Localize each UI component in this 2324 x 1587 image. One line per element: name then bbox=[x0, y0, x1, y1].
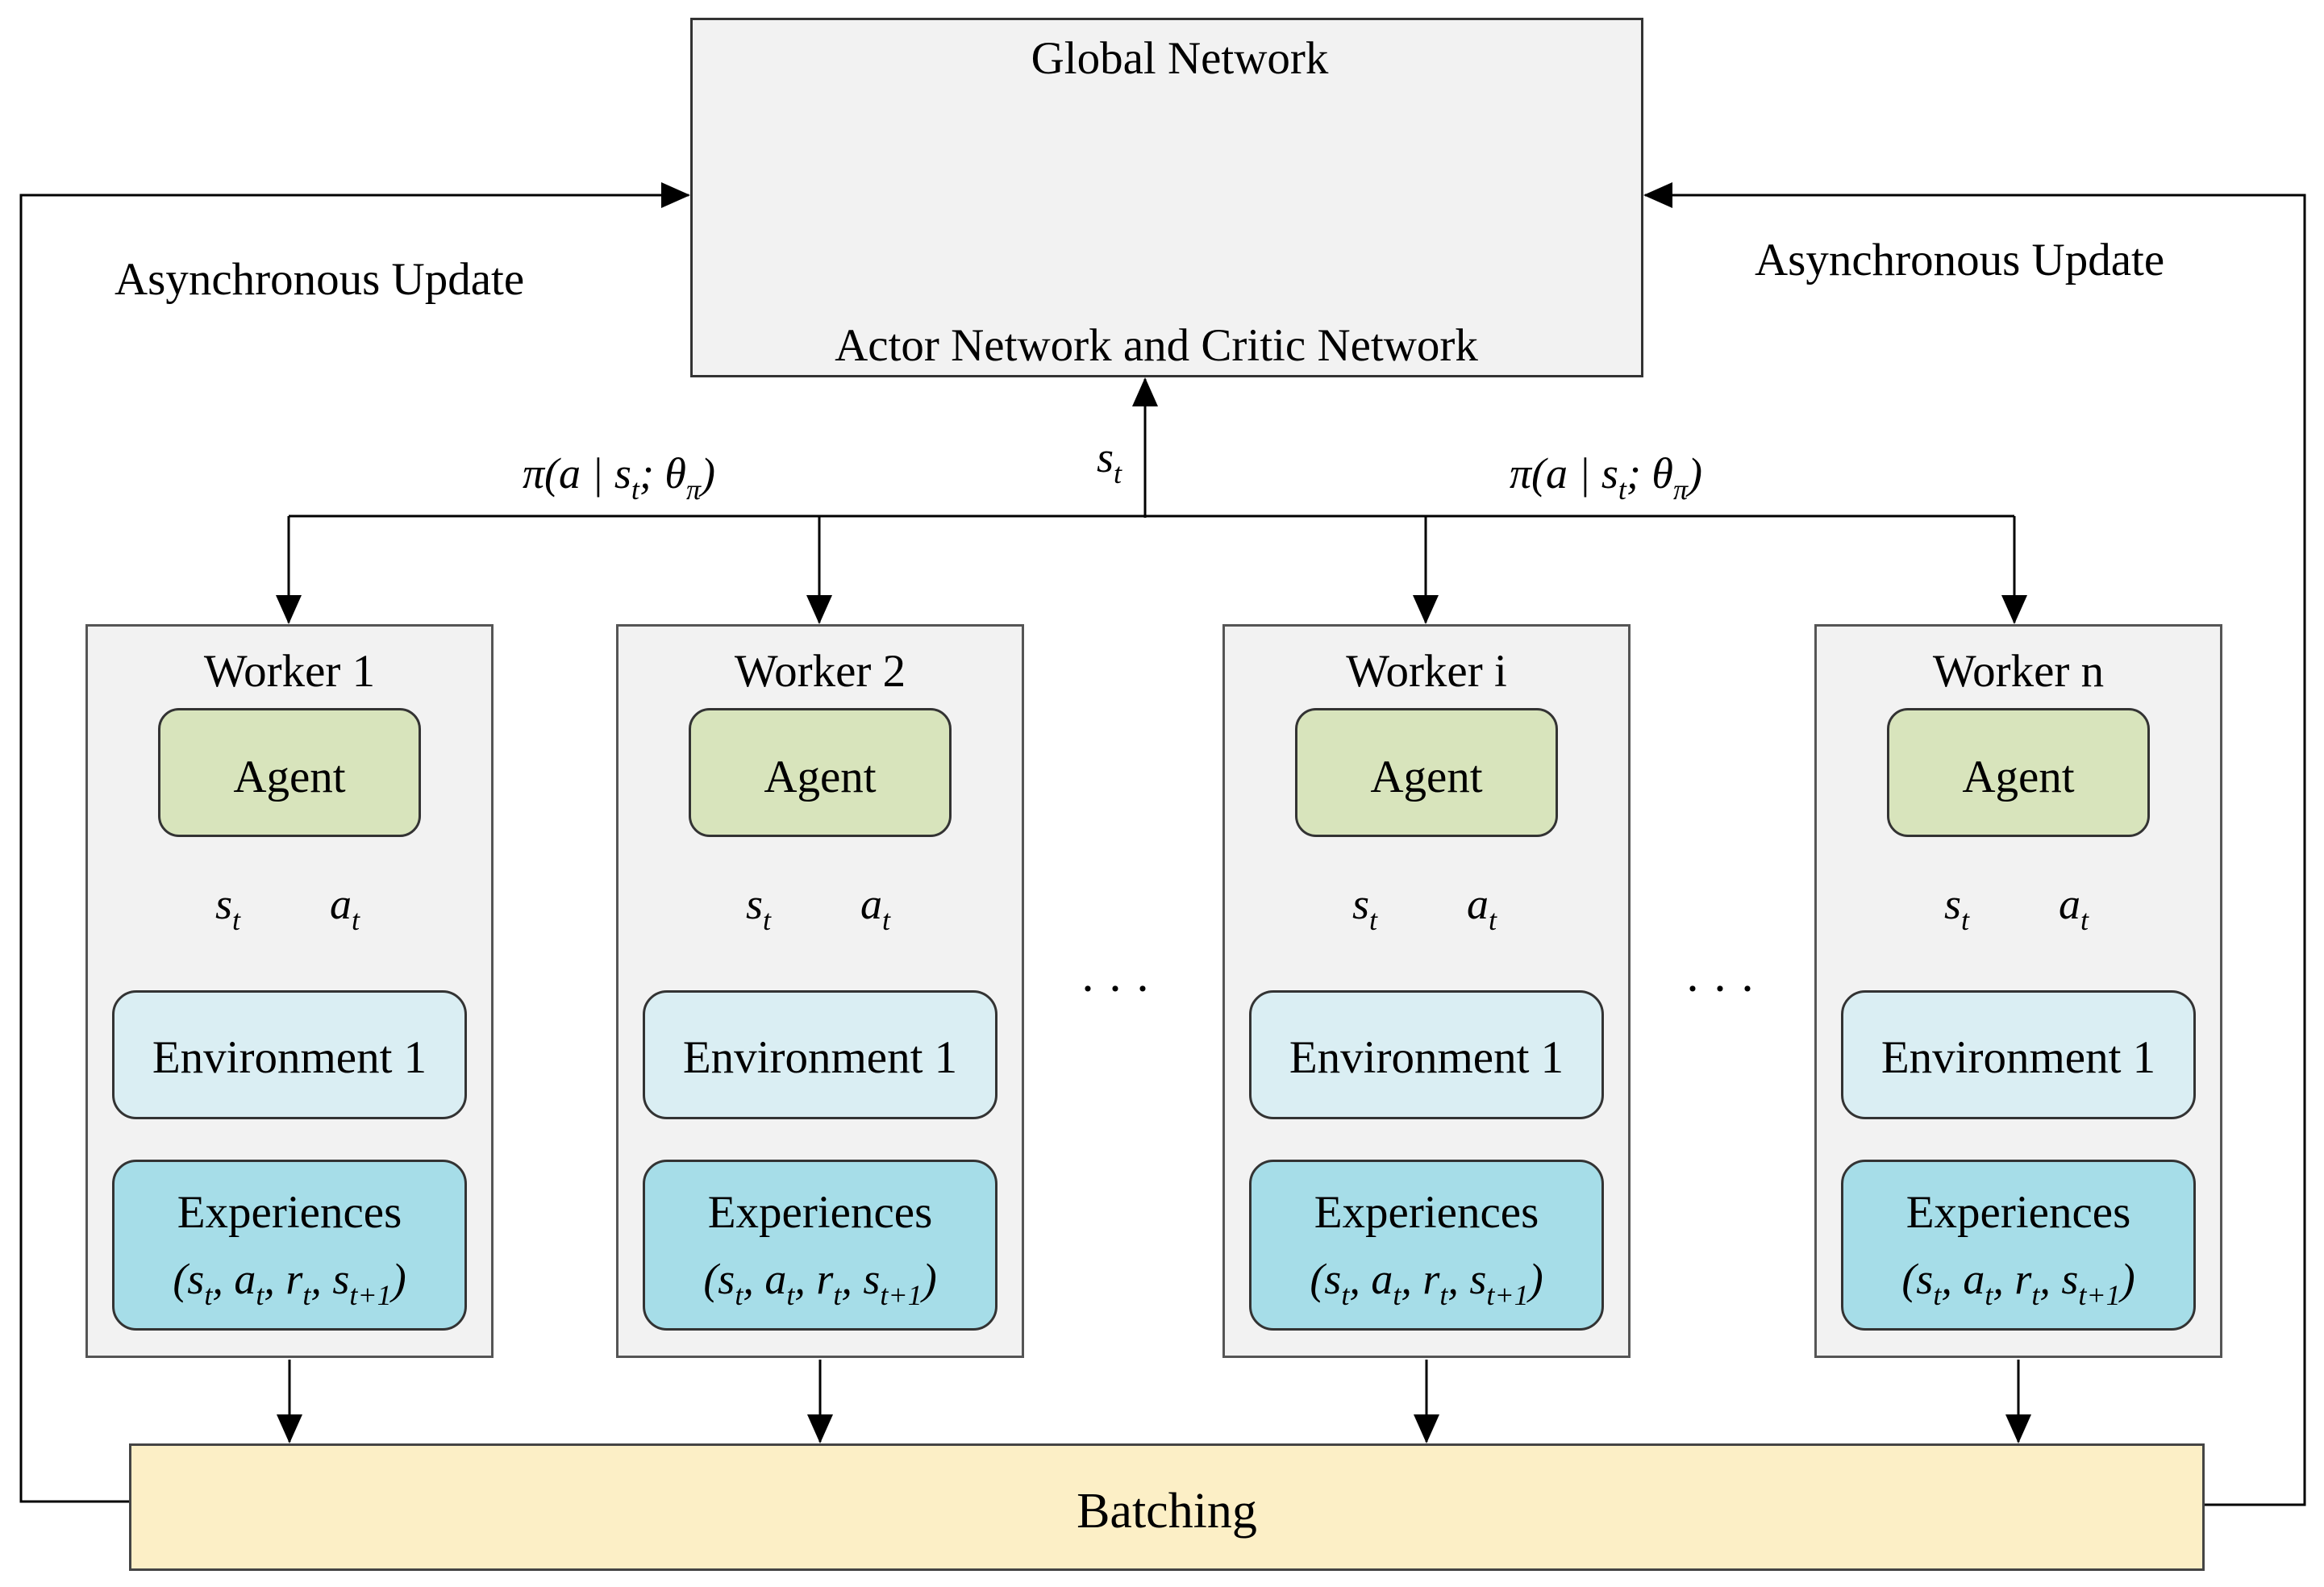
action-label-n-text: at bbox=[2059, 880, 2089, 936]
agent-label-2: Agent bbox=[764, 752, 877, 802]
experiences-title-2: Experiences bbox=[707, 1187, 933, 1238]
environment-box-n: Environment 1 bbox=[1841, 990, 2196, 1119]
worker-title-2: Worker 2 bbox=[734, 646, 906, 697]
experiences-box-2: Experiences (st, at, rt, st+1) bbox=[643, 1160, 997, 1331]
experiences-box-1: Experiences (st, at, rt, st+1) bbox=[112, 1160, 467, 1331]
async-update-left-arrow bbox=[19, 182, 690, 1503]
async-update-left-label: Asynchronous Update bbox=[115, 254, 525, 305]
policy-label-left-text: π(a | st; θπ) bbox=[523, 449, 715, 506]
worker-title-i: Worker i bbox=[1346, 646, 1507, 697]
agent-box-2: Agent bbox=[689, 708, 952, 837]
experiences-tuple-i-text: (st, at, rt, st+1) bbox=[1310, 1255, 1543, 1311]
state-label-i-text: st bbox=[1352, 880, 1378, 936]
environment-box-2: Environment 1 bbox=[643, 990, 997, 1119]
batching-box: Batching bbox=[129, 1443, 2205, 1571]
policy-label-left: π(a | st; θπ) bbox=[523, 452, 715, 504]
state-label-2-text: st bbox=[746, 880, 772, 936]
action-label-1-text: at bbox=[330, 880, 360, 936]
agent-box-1: Agent bbox=[158, 708, 421, 837]
experiences-box-i: Experiences (st, at, rt, st+1) bbox=[1249, 1160, 1604, 1331]
ellipsis-1: ··· bbox=[1080, 962, 1162, 1015]
state-label-top: st bbox=[1097, 435, 1122, 488]
worker-title-1: Worker 1 bbox=[203, 646, 376, 697]
actor-critic-subtitle: Actor Network and Critic Network bbox=[835, 320, 1478, 371]
state-label-i: st bbox=[1352, 882, 1377, 935]
environment-label-2: Environment 1 bbox=[682, 1032, 958, 1083]
ellipsis-2: ··· bbox=[1685, 962, 1767, 1015]
experiences-tuple-1-text: (st, at, rt, st+1) bbox=[173, 1255, 406, 1311]
global-network-box bbox=[690, 18, 1643, 377]
agent-box-n: Agent bbox=[1887, 708, 2150, 837]
state-label-1: st bbox=[215, 882, 240, 935]
experiences-title-i: Experiences bbox=[1314, 1187, 1539, 1238]
experiences-tuple-2: (st, at, rt, st+1) bbox=[645, 1257, 995, 1310]
experiences-tuple-2-text: (st, at, rt, st+1) bbox=[703, 1255, 937, 1311]
state-label-top-text: st bbox=[1097, 433, 1122, 489]
agent-box-i: Agent bbox=[1295, 708, 1558, 837]
policy-label-right-text: π(a | st; θπ) bbox=[1510, 449, 1702, 506]
state-label-2: st bbox=[746, 882, 771, 935]
experiences-title-n: Experiences bbox=[1905, 1187, 2131, 1238]
action-label-i-text: at bbox=[1467, 880, 1497, 936]
environment-label-n: Environment 1 bbox=[1880, 1032, 2156, 1083]
experiences-tuple-n: (st, at, rt, st+1) bbox=[1843, 1257, 2193, 1310]
worker-title-n: Worker n bbox=[1932, 646, 2105, 697]
environment-label-i: Environment 1 bbox=[1289, 1032, 1564, 1083]
state-label-n: st bbox=[1944, 882, 1969, 935]
agent-label-i: Agent bbox=[1370, 752, 1483, 802]
async-update-right-arrow bbox=[1643, 182, 2306, 1506]
batching-label: Batching bbox=[1077, 1484, 1257, 1539]
agent-label-n: Agent bbox=[1962, 752, 2075, 802]
experiences-tuple-i: (st, at, rt, st+1) bbox=[1252, 1257, 1601, 1310]
state-label-n-text: st bbox=[1944, 880, 1970, 936]
agent-label-1: Agent bbox=[233, 752, 346, 802]
policy-label-right: π(a | st; θπ) bbox=[1510, 452, 1702, 504]
experiences-tuple-n-text: (st, at, rt, st+1) bbox=[1901, 1255, 2135, 1311]
action-label-1: at bbox=[330, 882, 360, 935]
async-update-right-label: Asynchronous Update bbox=[1755, 235, 2165, 285]
global-network-title: Global Network bbox=[1031, 33, 1329, 84]
experiences-tuple-1: (st, at, rt, st+1) bbox=[115, 1257, 464, 1310]
environment-label-1: Environment 1 bbox=[152, 1032, 427, 1083]
environment-box-1: Environment 1 bbox=[112, 990, 467, 1119]
action-label-i: at bbox=[1467, 882, 1497, 935]
environment-box-i: Environment 1 bbox=[1249, 990, 1604, 1119]
experiences-title-1: Experiences bbox=[177, 1187, 402, 1238]
experiences-box-n: Experiences (st, at, rt, st+1) bbox=[1841, 1160, 2196, 1331]
state-label-1-text: st bbox=[215, 880, 241, 936]
action-label-2: at bbox=[860, 882, 890, 935]
action-label-n: at bbox=[2059, 882, 2089, 935]
action-label-2-text: at bbox=[860, 880, 891, 936]
